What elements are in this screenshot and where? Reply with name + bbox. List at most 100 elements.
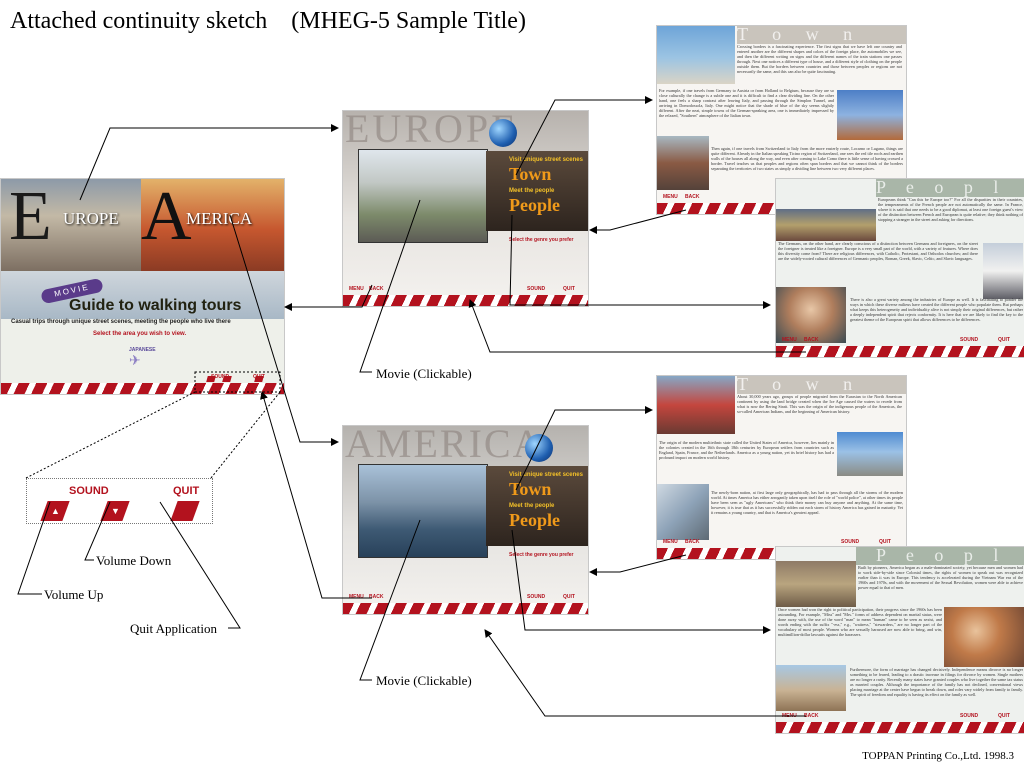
body-text: Furthermore, the form of marriage has ch…: [850, 667, 1023, 697]
back-button[interactable]: BACK: [369, 286, 384, 292]
highway-photo: [837, 432, 903, 476]
menu-button[interactable]: MENU: [349, 286, 364, 292]
stripe-bar: [343, 603, 588, 614]
zoom-guide-left: [25, 391, 196, 479]
people-button[interactable]: People: [509, 195, 560, 215]
crowd-photo: [776, 209, 876, 241]
visit-text: Visit unique street scenes: [509, 472, 583, 478]
body-text: The newly-born nation, at first large on…: [711, 490, 903, 515]
stripe-bar: [776, 346, 1024, 357]
america-menu-screen: AMERICA Visit unique street scenes Town …: [342, 425, 589, 615]
quit-button[interactable]: [254, 376, 264, 382]
plane-icon: ✈: [129, 354, 141, 369]
quit-label: QUIT: [998, 337, 1010, 343]
meet-text: Meet the people: [509, 503, 555, 509]
windmill-photo: [657, 26, 735, 84]
menu-button[interactable]: MENU: [782, 713, 797, 719]
visit-text: Visit unique street scenes: [509, 157, 583, 163]
movie-clickable-label-top: Movie (Clickable): [376, 366, 472, 381]
old-man-photo: [776, 287, 846, 343]
globe-icon: [525, 434, 553, 462]
down-arrow-icon: ▼: [110, 506, 120, 516]
back-button[interactable]: BACK: [685, 194, 700, 200]
sound-label: SOUND: [527, 286, 546, 292]
select-genre-text: Select the genre you prefer: [509, 552, 574, 558]
skyscraper-photo: [657, 484, 709, 540]
body-text: There is also a great variety among the …: [850, 297, 1023, 322]
zoom-sound-label: SOUND: [69, 485, 109, 497]
menu-button[interactable]: MENU: [782, 337, 797, 343]
europe-bg-text: EUROPE: [345, 110, 519, 151]
europe-label[interactable]: UROPE: [63, 209, 119, 228]
people-heading: P e o p l e: [876, 546, 1007, 586]
europe-people-screen: P e o p l e Europeans think "Can this be…: [775, 178, 1024, 358]
quit-label: QUIT: [998, 713, 1010, 719]
body-text: For example, if one travels from Germany…: [659, 88, 834, 118]
body-text: The origin of the modern multiethnic sta…: [659, 440, 834, 460]
europe-menu-screen: EUROPE Visit unique street scenes Town M…: [342, 110, 589, 307]
zoom-volume-down-button[interactable]: ▼: [100, 501, 130, 521]
europe-letter[interactable]: E: [9, 178, 52, 255]
footer-credit: TOPPAN Printing Co.,Ltd. 1998.3: [862, 750, 1014, 762]
connector-am-people-back: [484, 629, 806, 717]
body-text: Crossing borders is a fascinating experi…: [737, 44, 902, 74]
zoom-quit-label: QUIT: [173, 485, 200, 497]
volume-up-button[interactable]: [206, 376, 216, 382]
town-heading: T o w n: [737, 375, 863, 394]
guide-tagline: Casual trips through unique street scene…: [11, 319, 231, 325]
child-photo: [983, 243, 1023, 299]
america-people-screen: P e o p l e Built by pioneers, America b…: [775, 546, 1024, 734]
guide-title: Guide to walking tours: [69, 297, 242, 314]
body-text: Once women had won the right to politica…: [778, 607, 942, 637]
menu-button[interactable]: MENU: [663, 194, 678, 200]
town-button[interactable]: Town: [509, 164, 552, 184]
zoom-volume-up-button[interactable]: ▲: [40, 501, 70, 521]
america-town-screen: T o w n About 30,000 years ago, groups o…: [656, 375, 907, 560]
quit-application-label: Quit Application: [130, 621, 218, 636]
stripe-bar: [343, 295, 588, 306]
sound-label: SOUND: [960, 337, 979, 343]
people-header-band: [876, 179, 1024, 197]
america-label[interactable]: MERICA: [186, 209, 253, 228]
stripe-bar: [776, 722, 1024, 733]
sound-label: SOUND: [527, 594, 546, 600]
town-button[interactable]: Town: [509, 479, 552, 499]
globe-icon: [489, 119, 517, 147]
people-header-band: [856, 547, 1024, 565]
zoom-quit-button[interactable]: [170, 501, 200, 521]
town-header-band: [737, 376, 906, 394]
zoom-inset: SOUND QUIT ▲ ▼: [26, 478, 213, 524]
beach-photo: [776, 665, 846, 711]
quit-label: QUIT: [563, 594, 575, 600]
meet-text: Meet the people: [509, 188, 555, 194]
connector-eu-people-back: [468, 299, 806, 353]
select-genre-text: Select the genre you prefer: [509, 237, 574, 243]
volume-down-button[interactable]: [222, 376, 232, 382]
back-button[interactable]: BACK: [804, 713, 819, 719]
zoom-guide-right: [210, 391, 281, 479]
up-arrow-icon: ▲: [50, 506, 60, 516]
title-screen: E UROPE A MERICA MOVIE Guide to walking …: [0, 178, 285, 395]
stripe-bar: [1, 383, 284, 394]
people-button[interactable]: People: [509, 510, 560, 530]
select-area-text: Select the area you wish to view.: [93, 331, 187, 337]
back-button[interactable]: BACK: [685, 539, 700, 545]
body-text: About 30,000 years ago, groups of people…: [737, 394, 902, 414]
movie-clickable-label-bottom: Movie (Clickable): [376, 673, 472, 688]
volume-down-label: Volume Down: [96, 553, 172, 568]
japanese-button[interactable]: JAPANESE: [129, 347, 156, 353]
body-text: Europeans think "Can this be Europe too?…: [878, 197, 1023, 222]
quit-label: QUIT: [879, 539, 891, 545]
back-button[interactable]: BACK: [804, 337, 819, 343]
menu-button[interactable]: MENU: [663, 539, 678, 545]
america-letter[interactable]: A: [141, 178, 192, 255]
back-button[interactable]: BACK: [369, 594, 384, 600]
menu-button[interactable]: MENU: [349, 594, 364, 600]
town-header-band: [737, 26, 906, 44]
body-text: Built by pioneers, America began as a ma…: [858, 565, 1023, 590]
europe-movie[interactable]: [358, 149, 488, 243]
quit-label: QUIT: [563, 286, 575, 292]
america-bg-text: AMERICA: [345, 425, 544, 466]
america-movie[interactable]: [358, 464, 488, 558]
sound-label: SOUND: [841, 539, 860, 545]
